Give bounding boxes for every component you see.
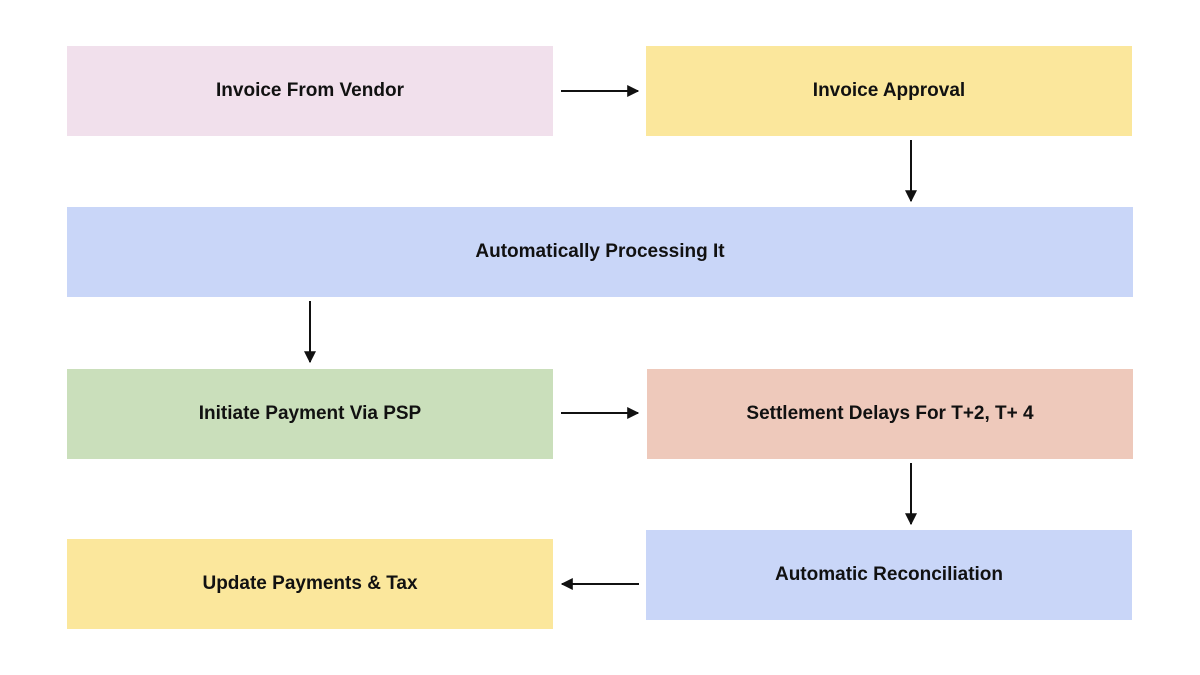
node-invoice-from-vendor: Invoice From Vendor (67, 46, 553, 136)
node-automatic-reconciliation: Automatic Reconciliation (646, 530, 1132, 620)
node-invoice-approval: Invoice Approval (646, 46, 1132, 136)
node-automatically-processing-it: Automatically Processing It (67, 207, 1133, 297)
node-label: Automatic Reconciliation (774, 564, 1004, 585)
node-label: Update Payments & Tax (202, 573, 418, 594)
node-settlement-delays: Settlement Delays For T+2, T+ 4 (647, 369, 1133, 459)
node-label: Initiate Payment Via PSP (198, 403, 422, 424)
node-label: Settlement Delays For T+2, T+ 4 (746, 403, 1034, 424)
node-label: Automatically Processing It (475, 241, 725, 262)
node-initiate-payment-via-psp: Initiate Payment Via PSP (67, 369, 553, 459)
node-label: Invoice From Vendor (216, 80, 404, 101)
node-label: Invoice Approval (812, 80, 966, 101)
node-update-payments-tax: Update Payments & Tax (67, 539, 553, 629)
